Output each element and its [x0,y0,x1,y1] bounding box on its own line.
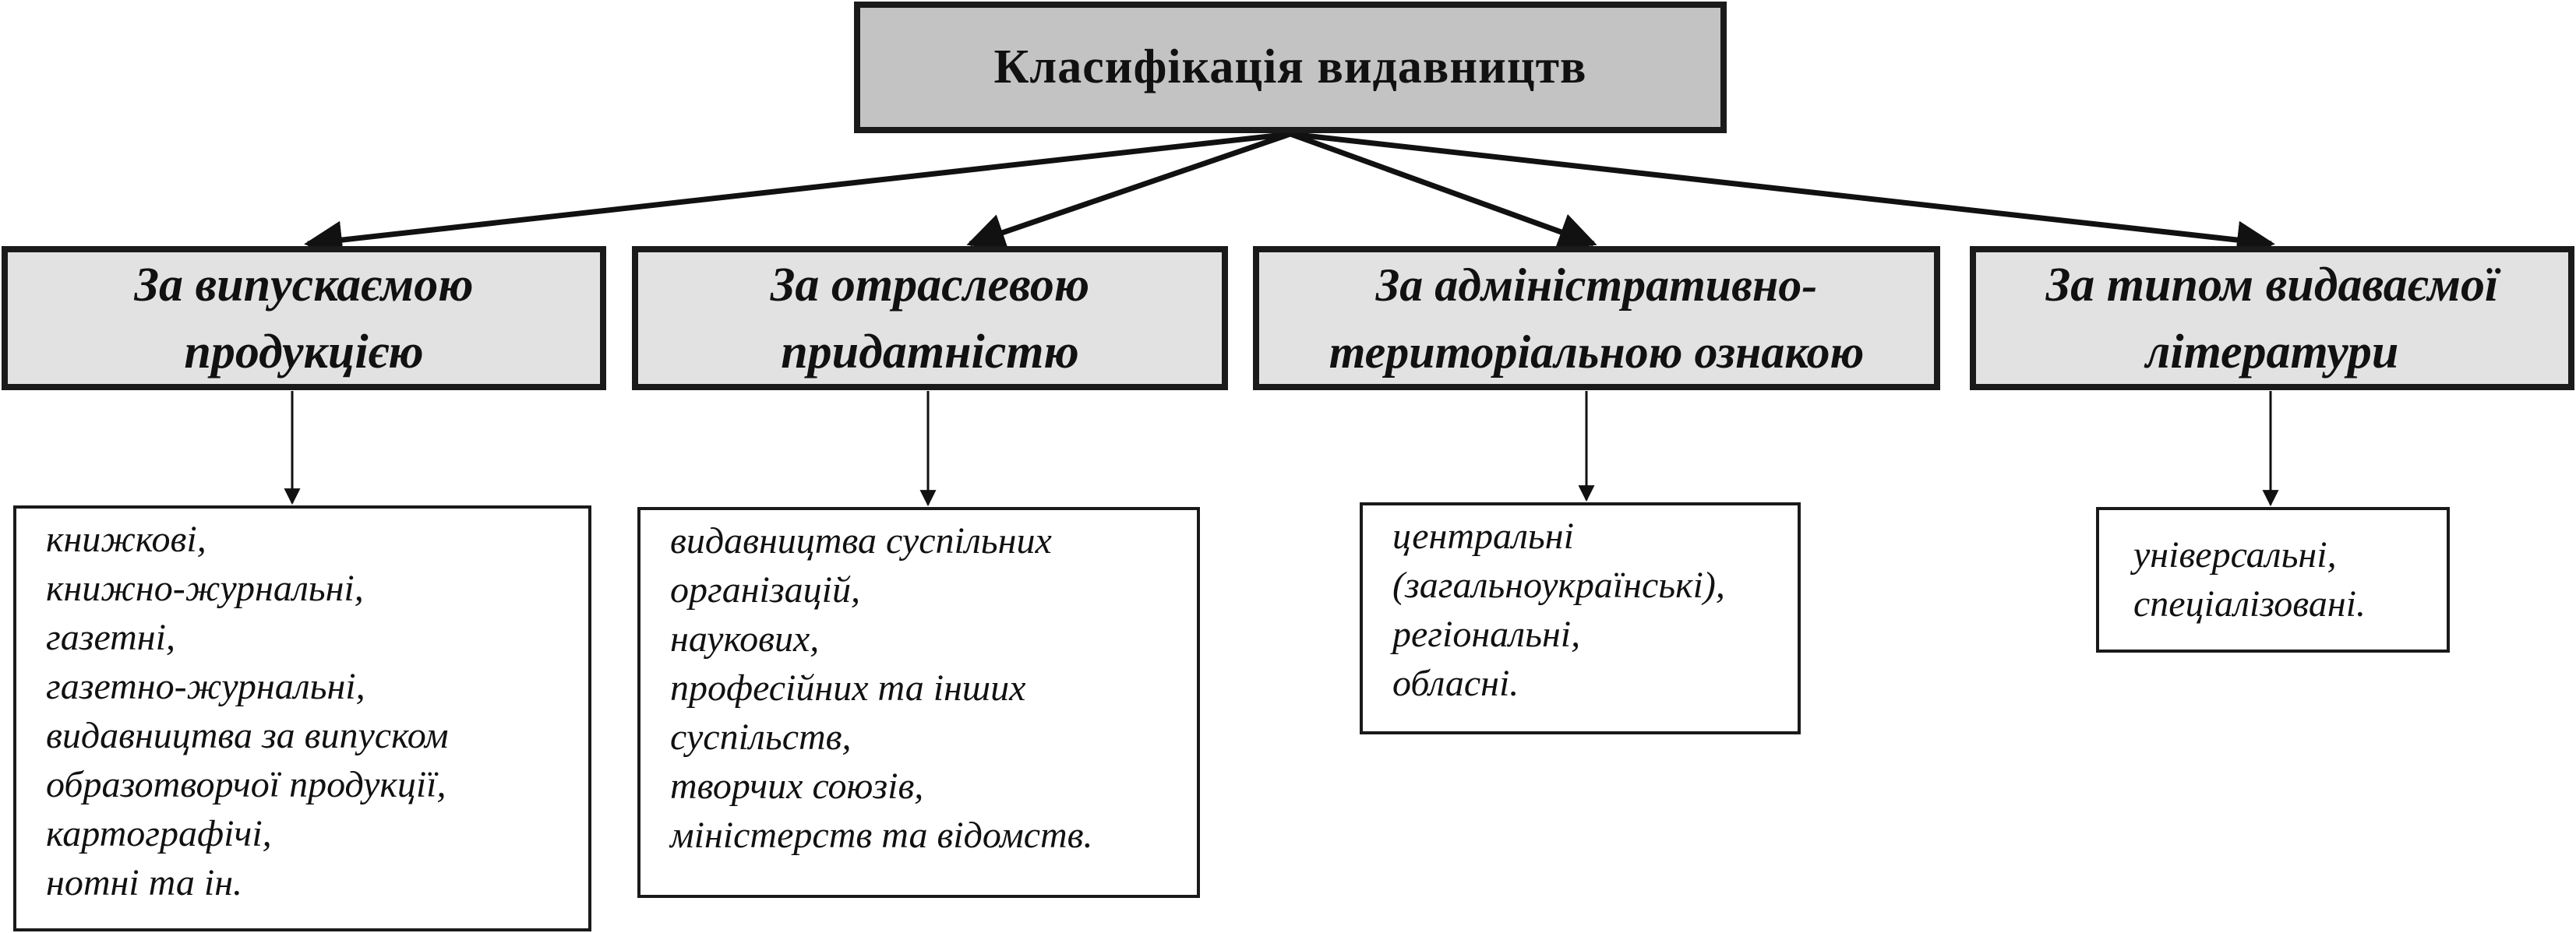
category-title-line: За типом видаваємої [2045,258,2499,312]
leaf-list-literature-type: універсальні, спеціалізовані. [2096,507,2450,653]
category-title-line: За випускаємою [134,258,474,312]
arrow-root-to-cat-1 [304,131,1291,259]
list-item: образотворчої продукції, [46,764,446,805]
leaf-list-output: книжкові, книжно-журнальні, газетні, газ… [13,505,591,931]
category-node-industry: За отраслевою придатністю [632,246,1228,390]
arrow-root-to-cat-3 [1289,131,1597,251]
list-item: творчих союзів, [670,766,924,807]
list-item: універсальні, [2133,534,2337,576]
category-title-line: За отраслевою [770,258,1090,312]
list-item: нотні та ін. [46,862,243,903]
arrow-root-to-cat-4 [1290,131,2275,259]
category-node-literature-type: За типом видаваємої літератури [1970,246,2574,390]
list-item: міністерств та відомств. [670,815,1093,856]
category-title: За адміністративно- територіальною ознак… [1329,252,1865,386]
category-node-administrative: За адміністративно- територіальною ознак… [1253,246,1940,390]
list-item: книжно-журнальні, [46,568,364,609]
category-title-line: продукцією [184,325,424,378]
list-item: обласні. [1392,663,1519,704]
root-node: Класифікація видавництв [854,2,1727,133]
list-item: видавництва за випуском [46,715,449,756]
list-item: газетно-журнальні, [46,666,365,707]
category-title-line: територіальною ознакою [1329,326,1865,378]
leaf-list-administrative: центральні (загальноукраїнські), регіона… [1360,502,1801,734]
list-item: видавництва суспільних [670,520,1052,562]
list-item: (загальноукраїнські), [1392,565,1725,606]
category-title-line: придатністю [781,325,1079,378]
list-item: професійних та інших [670,667,1026,709]
list-item: регіональні, [1392,614,1581,655]
category-title-line: літератури [2145,325,2399,378]
list-item: книжкові, [46,519,206,560]
list-item: газетні, [46,617,175,658]
category-title: За отраслевою придатністю [771,252,1089,386]
root-title: Класифікація видавництв [993,40,1587,93]
list-item: суспільств, [670,716,852,758]
category-title: За типом видаваємої літератури [2046,252,2499,386]
list-item: наукових, [670,618,820,660]
list-item: картографічі, [46,813,272,854]
list-item: організацій, [670,569,860,611]
category-title-line: За адміністративно- [1375,259,1818,311]
category-node-output: За випускаємою продукцією [2,246,606,390]
arrow-root-to-cat-2 [966,131,1292,251]
leaf-list-industry: видавництва суспільних організацій, наук… [637,507,1200,898]
category-title: За випускаємою продукцією [134,252,473,386]
list-item: центральні [1392,516,1574,557]
list-item: спеціалізовані. [2133,583,2366,625]
